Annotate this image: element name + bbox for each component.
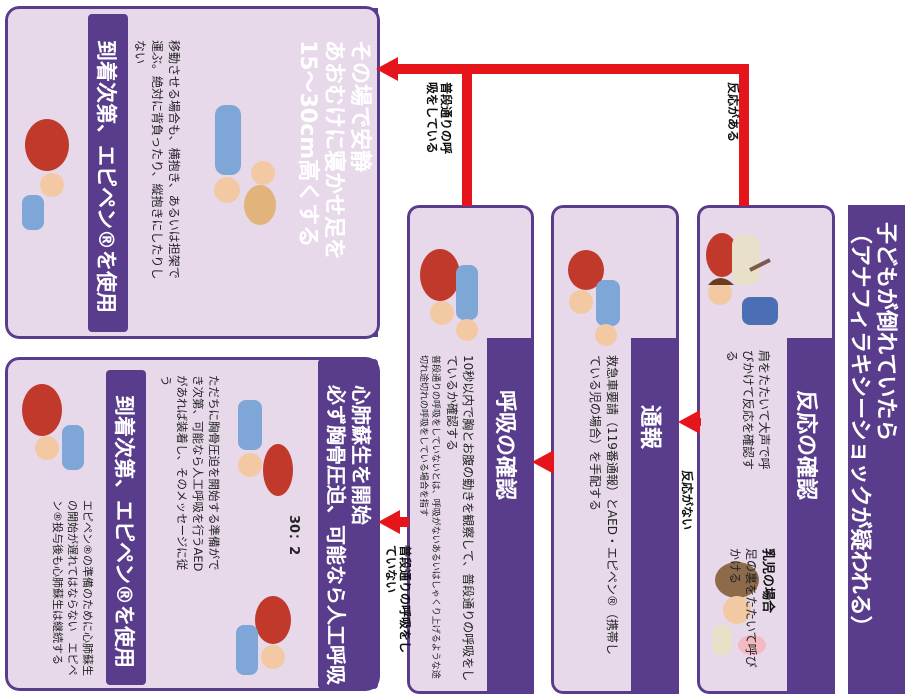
safe-rest-title: その場で安静 あおむけに寝かせ足を 15～30cm高くする — [294, 40, 372, 260]
cpr-ratio: 30：2 — [286, 515, 301, 556]
cpr-box — [5, 357, 380, 691]
arrow-top-horizontal — [392, 64, 749, 74]
infant-foot-illustration — [712, 562, 766, 655]
main-title-strip — [848, 205, 905, 694]
arrow-head-breathing-abnormal — [378, 510, 400, 534]
breathing-title-bar — [487, 338, 534, 694]
epipen-cpr-illustration — [22, 384, 84, 470]
confirm-response-title: 反応の確認 — [793, 390, 818, 501]
cpr-footer-bar — [106, 370, 146, 685]
infant-text: 足の裏をたたいて呼びかける — [728, 548, 758, 668]
cpr-title1: 心肺蘇生を開始 — [349, 385, 373, 525]
arrow-label-breathing-normal: 普段通りの呼吸をしている — [425, 82, 453, 155]
safe-rest-title3: 15～30cm高くする — [295, 40, 320, 248]
observe-breathing-illustration — [420, 249, 478, 341]
main-title: 子どもが倒れていたら （アナフィラキシーショックが疑われる） — [846, 222, 898, 638]
arrow-label-unresponsive: 反応がない — [680, 470, 694, 531]
arrow-breathing-abnormal — [394, 517, 409, 527]
cpr-title: 心肺蘇生を開始 必ず胸骨圧迫、可能なら人工呼吸 — [323, 385, 373, 685]
cpr-title2: 必ず胸骨圧迫、可能なら人工呼吸 — [324, 385, 348, 685]
main-title-line2: （アナフィラキシーショックが疑われる） — [847, 222, 872, 638]
breathing-title: 呼吸の確認 — [492, 390, 517, 501]
arrow-head-left-top — [376, 57, 398, 81]
safe-rest-title1: その場で安静 — [347, 40, 372, 173]
carry-child-illustration — [22, 119, 69, 230]
arrow-label-responsive: 反応がある — [726, 82, 740, 143]
safe-rest-footer-bar — [88, 14, 128, 332]
arrow-breathing-normal-vertical — [462, 64, 472, 206]
cpr-epipen-note: エピペン®の準備のために心肺蘇生の開始が遅れてはならない エピペン®投与後も心肺… — [51, 500, 94, 676]
infant-label: 乳児の場合 — [760, 548, 775, 614]
safe-rest-box — [5, 6, 380, 339]
chest-compression-illustration — [238, 400, 293, 496]
lying-child-illustration — [214, 105, 276, 225]
cpr-footer: 到着次第、エピペン®を使用 — [112, 395, 136, 668]
phone-call-illustration — [568, 250, 620, 346]
confirm-response-text: 肩をたたいて大声で呼びかけて反応を確認する — [725, 350, 771, 471]
call-text: 救急車要請（119番通報）とAED・エピペン®（携帯している児の場合）を手配する — [588, 355, 619, 655]
safe-rest-text: 移動させる場合も、横抱き、あるいは担架で運ぶ。絶対に背負ったり、縦抱きにしたりし… — [133, 40, 181, 280]
arrow-responsive-vertical — [739, 64, 749, 206]
main-title-line1: 子どもが倒れていたら — [873, 222, 898, 442]
tap-shoulder-illustration — [706, 233, 778, 325]
breathing-text: 10秒以内で胸とお腹の動きを観察して、普段通りの呼吸をしているか確認する — [445, 355, 475, 682]
cpr-title-bar — [318, 359, 378, 689]
arrow-label-breathing-abnormal: 普段通りの呼吸をしていない — [384, 545, 412, 654]
safe-rest-footer: 到着次第、エピペン®を使用 — [94, 40, 118, 313]
breathing-note: 普段通りの呼吸をしていないとは、呼吸がないあるいはしゃくり上げるような途切れ途切… — [418, 355, 440, 679]
rescue-breathing-illustration — [236, 596, 291, 675]
arrow-head-call-to-breathing — [532, 450, 554, 474]
call-title-bar — [631, 338, 679, 694]
call-title: 通報 — [637, 405, 662, 450]
safe-rest-title2: あおむけに寝かせ足を — [321, 40, 346, 261]
confirm-response-title-bar — [787, 338, 835, 694]
cpr-text: ただちに胸骨圧迫を開始する準備ができ次第、可能なら人工呼吸を行うAEDがあれば装… — [159, 375, 221, 572]
arrow-head-unresponsive — [678, 410, 700, 434]
